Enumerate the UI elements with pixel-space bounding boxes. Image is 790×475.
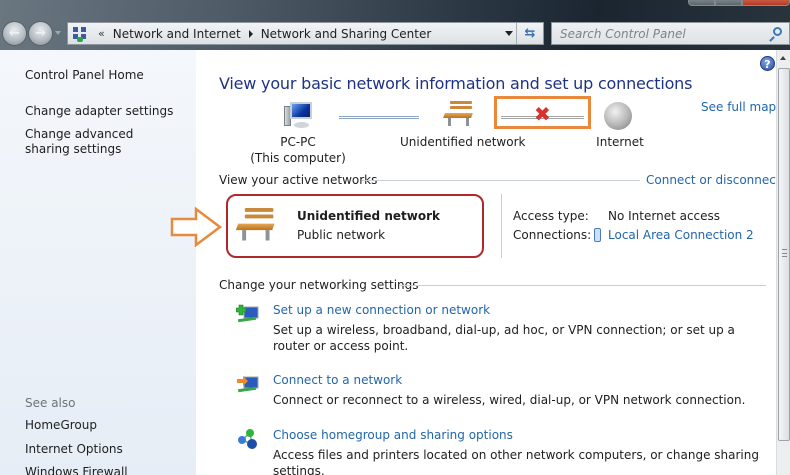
access-type-label: Access type: [513, 209, 589, 223]
error-x-icon[interactable]: ✖ [534, 102, 551, 126]
computer-icon[interactable] [284, 100, 314, 130]
minimize-button[interactable] [688, 0, 715, 6]
vertical-scrollbar[interactable] [776, 50, 790, 475]
sidebar: Control Panel Home Change adapter settin… [0, 50, 196, 475]
arrow-right-icon: → [35, 26, 46, 41]
breadcrumb-separator-icon[interactable] [248, 29, 253, 38]
network-name: Unidentified network [400, 135, 526, 149]
close-button[interactable] [742, 0, 790, 6]
arrow-left-icon: ← [9, 26, 20, 41]
sidebar-change-adapter-settings[interactable]: Change adapter settings [25, 104, 174, 118]
internet-globe-icon[interactable] [604, 102, 632, 130]
connection-line-computer-network [339, 116, 419, 119]
search-box[interactable]: Search Control Panel [551, 22, 790, 45]
sidebar-control-panel-home[interactable]: Control Panel Home [25, 68, 144, 82]
vertical-divider [501, 194, 502, 258]
breadcrumb-network-and-internet[interactable]: Network and Internet [112, 26, 241, 41]
computer-name: PC-PC [280, 135, 316, 149]
local-area-connection-link[interactable]: Local Area Connection 2 [608, 228, 754, 242]
connect-to-network-link[interactable]: Connect to a network [273, 373, 403, 387]
see-full-map-link[interactable]: See full map [701, 100, 777, 114]
search-input[interactable]: Search Control Panel [560, 26, 686, 41]
connect-or-disconnect-link[interactable]: Connect or disconnect [646, 173, 781, 187]
connections-label: Connections: [513, 228, 592, 242]
recent-pages-dropdown[interactable] [55, 31, 61, 35]
active-networks-heading: View your active networks [219, 173, 378, 187]
connect-to-network-description: Connect or reconnect to a wireless, wire… [273, 393, 746, 407]
breadcrumb-overflow-button[interactable]: « [98, 27, 105, 40]
annotation-arrow-icon [170, 207, 222, 247]
bench-network-icon-large[interactable] [235, 208, 294, 255]
sidebar-change-advanced-sharing-settings[interactable]: Change advanced sharing settings [25, 127, 134, 156]
see-also-heading: See also [25, 396, 76, 410]
new-connection-icon [236, 304, 259, 323]
sidebar-windows-firewall[interactable]: Windows Firewall [25, 465, 128, 475]
window-toolbar: ← → « Network and Internet Network and S… [0, 0, 790, 50]
scroll-up-icon[interactable] [780, 56, 786, 60]
homegroup-sharing-description: Access files and printers located on oth… [273, 448, 759, 475]
search-icon[interactable] [767, 26, 783, 42]
homegroup-sharing-link[interactable]: Choose homegroup and sharing options [273, 428, 513, 442]
address-bar[interactable]: « Network and Internet Network and Shari… [67, 22, 544, 45]
control-panel-icon [72, 26, 88, 42]
access-type-value: No Internet access [608, 209, 721, 223]
annotation-network-highlight [226, 194, 484, 258]
breadcrumb-network-and-sharing-center[interactable]: Network and Sharing Center [260, 26, 432, 41]
connect-to-network-icon [237, 376, 259, 393]
grip-icon [782, 249, 787, 257]
forward-button[interactable]: → [28, 21, 53, 46]
ethernet-adapter-icon [594, 228, 601, 242]
divider [362, 180, 640, 181]
internet-label: Internet [596, 135, 644, 149]
chevron-down-icon [504, 31, 513, 36]
computer-subtitle: (This computer) [250, 151, 346, 165]
divider [400, 285, 766, 286]
connection-line-network-internet [501, 116, 584, 119]
settings-heading: Change your networking settings [219, 278, 419, 292]
sidebar-internet-options[interactable]: Internet Options [25, 442, 123, 456]
back-button[interactable]: ← [2, 21, 27, 46]
network-type-link[interactable]: Public network [297, 228, 386, 242]
page-title: View your basic network information and … [219, 74, 693, 93]
sidebar-homegroup[interactable]: HomeGroup [25, 418, 97, 432]
window-controls [688, 0, 790, 6]
active-network-name: Unidentified network [297, 209, 440, 223]
scroll-thumb[interactable] [778, 68, 790, 441]
refresh-icon: ⇆ [524, 26, 536, 41]
bench-network-icon[interactable] [443, 101, 474, 127]
main-content [196, 50, 776, 475]
help-icon[interactable]: ? [760, 56, 775, 71]
annotation-highlight-box [494, 96, 591, 129]
maximize-button[interactable] [715, 0, 742, 6]
refresh-button[interactable]: ⇆ [517, 23, 543, 44]
setup-new-connection-link[interactable]: Set up a new connection or network [273, 303, 491, 317]
address-history-dropdown[interactable] [501, 23, 517, 44]
homegroup-icon [238, 429, 257, 449]
setup-new-connection-description: Set up a wireless, broadband, dial-up, a… [273, 323, 735, 353]
